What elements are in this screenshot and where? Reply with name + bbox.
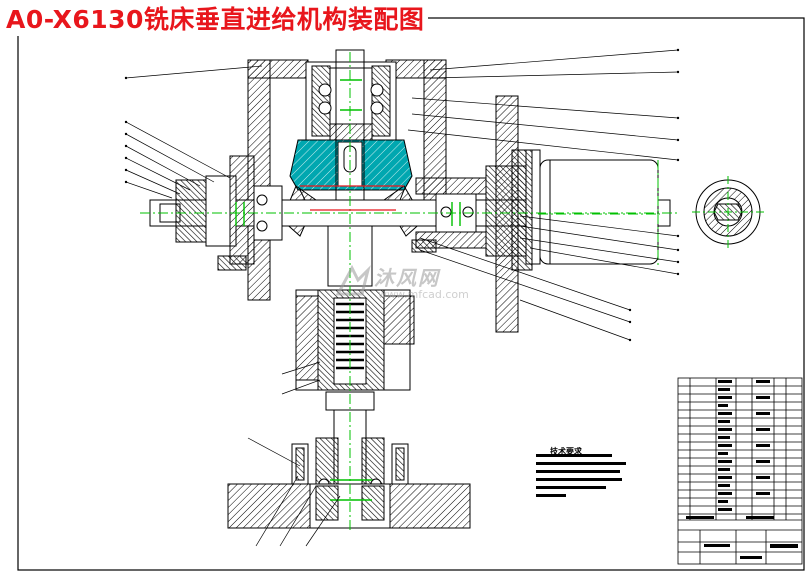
technical-requirements-block	[536, 454, 626, 497]
parts-list-table	[677, 377, 803, 565]
right-wall-and-motor	[495, 95, 659, 333]
worm-gear-housing	[295, 289, 415, 391]
parts-list-text-blocks	[686, 380, 798, 559]
section-view-circle	[692, 176, 764, 248]
top-bearing-block	[305, 61, 397, 143]
drawing-title: A0-X6130铣床垂直进给机构装配图	[4, 4, 429, 36]
left-bearing-assembly	[175, 155, 283, 271]
technical-requirements-heading-box: 技术要求	[550, 446, 583, 456]
red-accents	[300, 185, 404, 211]
base-plate	[227, 443, 471, 529]
balloon-ticks	[124, 48, 680, 342]
technical-requirements-heading: 技术要求	[550, 446, 583, 456]
leader-lines	[125, 49, 679, 547]
bevel-gear-section	[289, 139, 413, 191]
